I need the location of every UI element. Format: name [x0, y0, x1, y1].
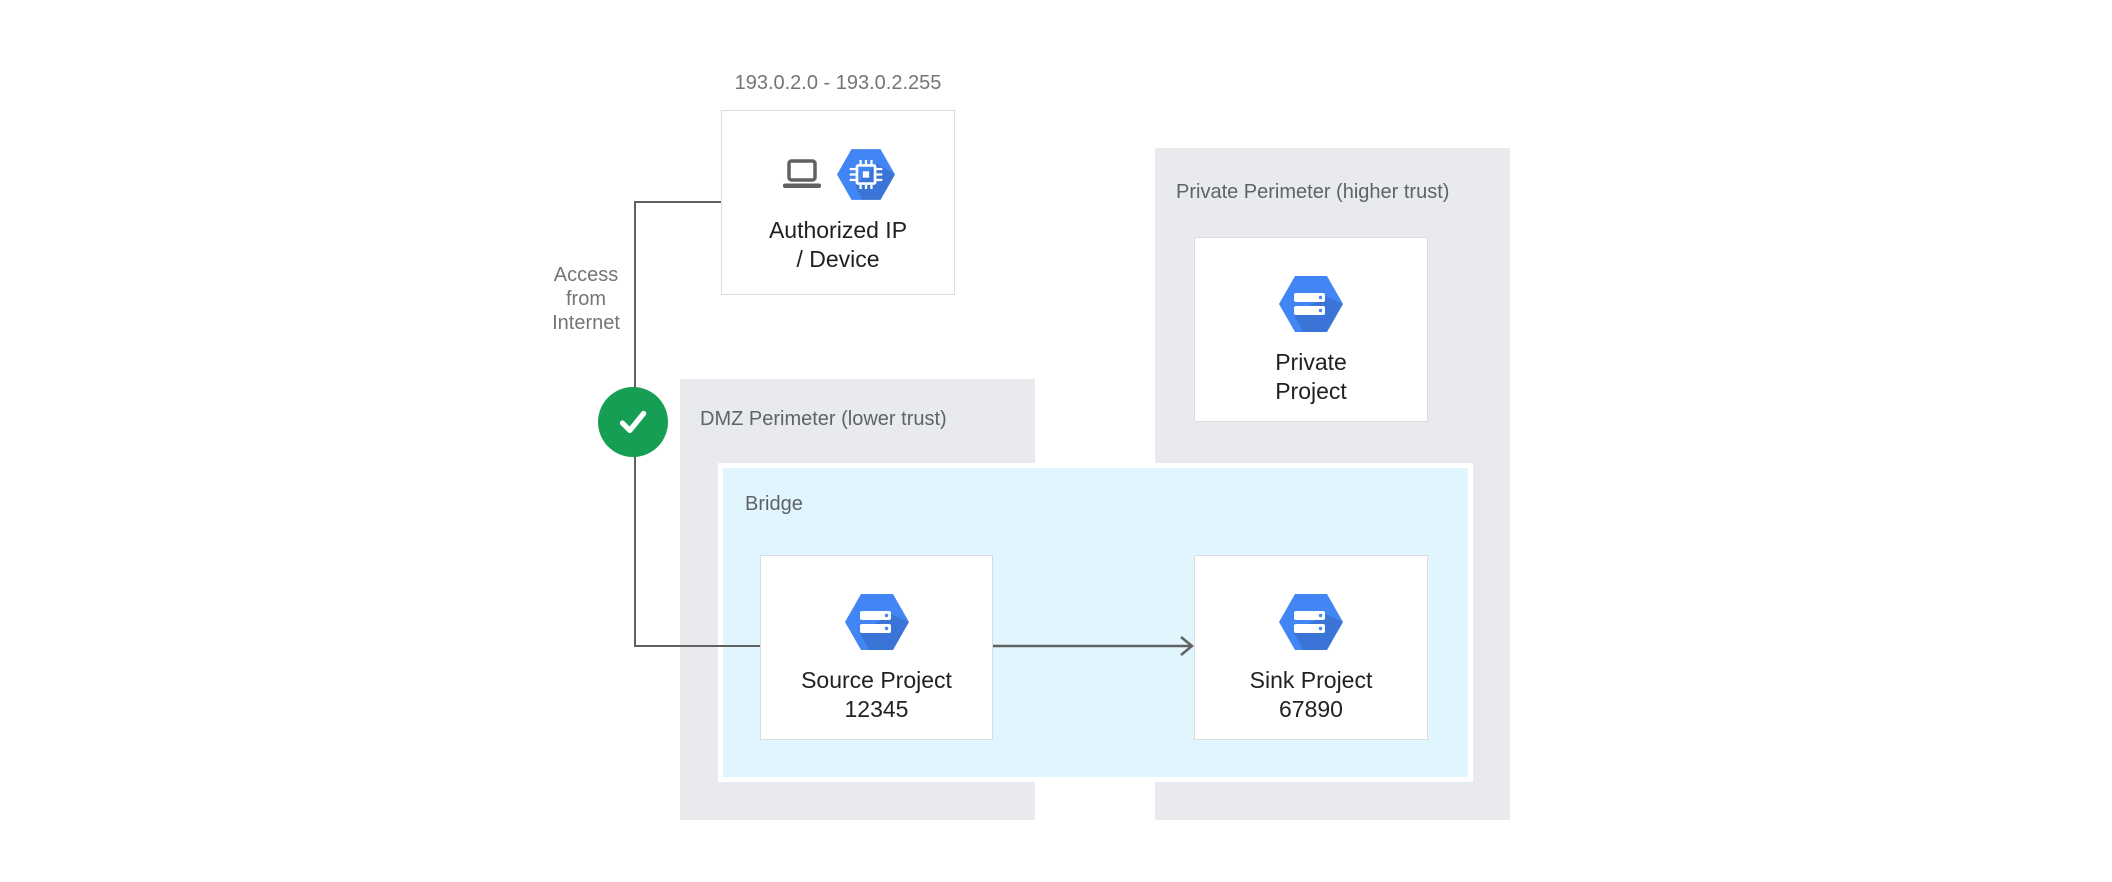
- access-label-line3: Internet: [552, 312, 620, 334]
- project-hexagon-icon: [844, 594, 909, 650]
- access-allowed-badge: [598, 387, 668, 457]
- check-icon: [619, 410, 647, 434]
- arrow-right-icon: [993, 636, 1194, 656]
- ip-range-label: 193.0.2.0 - 193.0.2.255: [734, 72, 942, 94]
- project-hexagon-icon: [1279, 594, 1343, 650]
- private-project-card: Private Project: [1194, 237, 1428, 422]
- sink-project-card: Sink Project 67890: [1194, 555, 1428, 740]
- dmz-perimeter-label: DMZ Perimeter (lower trust): [700, 408, 947, 430]
- authorized-device-label-line2: / Device: [796, 246, 880, 272]
- laptop-icon: [783, 158, 821, 188]
- connector-authorized-horizontal: [634, 201, 722, 203]
- authorized-device-label-line1: Authorized IP: [768, 217, 908, 243]
- source-project-card: Source Project 12345: [760, 555, 993, 740]
- private-perimeter-label: Private Perimeter (higher trust): [1176, 181, 1450, 203]
- project-hexagon-icon: [1279, 276, 1343, 332]
- compute-engine-chip-icon: [837, 149, 895, 200]
- private-project-label-line2: Project: [1275, 378, 1347, 404]
- sink-project-label-line2: 67890: [1279, 696, 1343, 722]
- source-project-label-line2: 12345: [844, 696, 909, 722]
- source-project-label-line1: Source Project: [801, 667, 952, 693]
- authorized-device-label: Authorized IP / Device: [769, 216, 907, 274]
- source-project-label: Source Project 12345: [801, 666, 952, 724]
- connector-source-horizontal: [634, 645, 761, 647]
- source-to-sink-arrow: [993, 634, 1195, 658]
- access-from-internet-label: Access from Internet: [536, 263, 636, 335]
- bridge-label: Bridge: [745, 493, 803, 515]
- sink-project-label: Sink Project 67890: [1250, 666, 1373, 724]
- private-project-label-line1: Private: [1275, 349, 1347, 375]
- authorized-device-card: Authorized IP / Device: [721, 110, 955, 295]
- private-project-label: Private Project: [1275, 348, 1347, 406]
- access-label-line1: Access: [553, 264, 619, 286]
- access-label-line2: from: [566, 288, 606, 310]
- authorized-device-icons: [781, 149, 895, 200]
- sink-project-label-line1: Sink Project: [1249, 667, 1373, 693]
